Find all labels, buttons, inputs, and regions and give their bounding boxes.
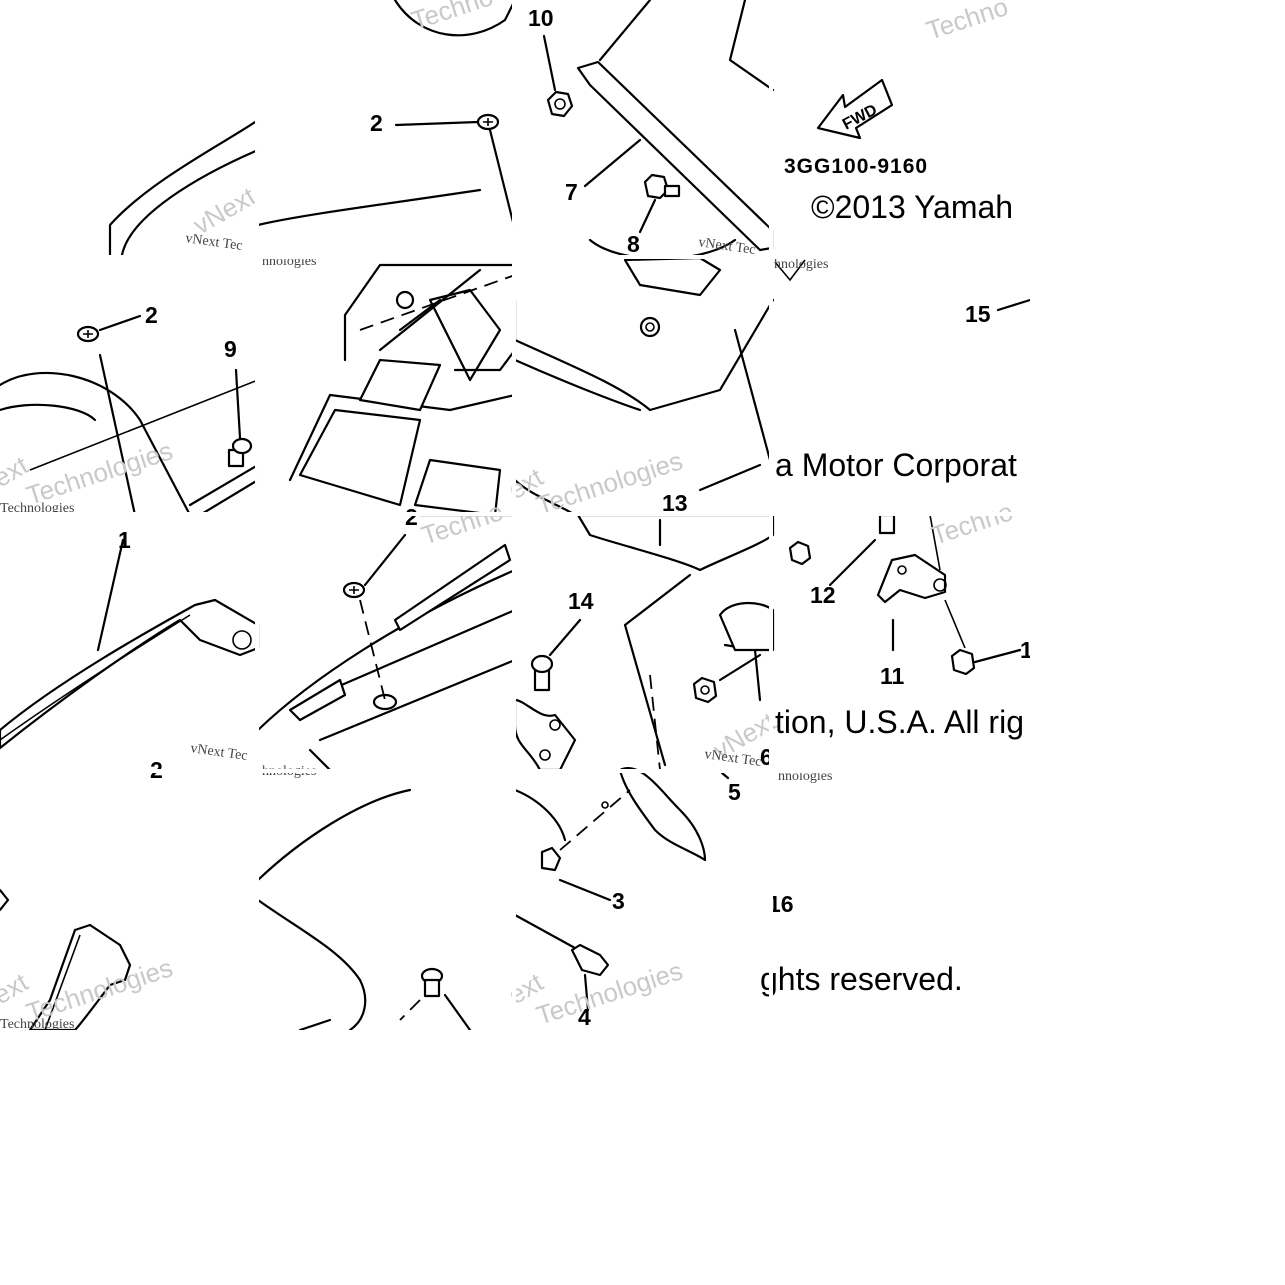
callout-2: 2 (370, 110, 383, 136)
bolt-4 (513, 913, 610, 1012)
fender-flap-5 (513, 767, 730, 862)
callout-13: 13 (662, 490, 688, 516)
stay-bracket-7 (576, 0, 774, 252)
svg-text:tion, U.S.A. All rig: tion, U.S.A. All rig (775, 704, 1024, 740)
callout-3: 3 (612, 888, 625, 914)
bolt-8 (638, 173, 681, 234)
callout-1: 1 (118, 527, 131, 553)
tile-seams (0, 0, 1030, 1030)
svg-text:Techno: Techno (923, 0, 1012, 46)
fender-lower-structure (256, 513, 517, 772)
svg-text:hnologies: hnologies (774, 257, 828, 272)
fender-storage-structure (288, 263, 517, 517)
bolt-lower (399, 967, 472, 1030)
svg-text:vNext Tec: vNext Tec (703, 747, 762, 770)
fender-shape-top-left (108, 118, 260, 257)
svg-text:a Motor Corporat: a Motor Corporat (775, 447, 1017, 483)
clip-3 (540, 846, 612, 902)
callout-7: 7 (565, 179, 578, 205)
copyright-notice: ©2013 Yamah a Motor Corporat tion, U.S.A… (760, 189, 1024, 997)
fwd-direction-arrow: FWD (816, 78, 894, 140)
svg-text:vNext: vNext (188, 181, 261, 241)
fender-lower-body (256, 788, 412, 1030)
screw-2-left (76, 314, 142, 343)
nut-right (944, 599, 1022, 676)
fender-shape-top-center (256, 0, 517, 232)
callout-2: 2 (145, 302, 158, 328)
rear-fender-flap (576, 513, 775, 771)
callout-8: 8 (627, 231, 640, 257)
bracket-14 (513, 618, 582, 772)
callout-11: 11 (880, 663, 905, 689)
bolt-9 (227, 368, 253, 468)
svg-text:vNext Tec: vNext Tec (184, 231, 243, 254)
nut-6 (692, 653, 762, 704)
callout-2: 2 (405, 504, 418, 530)
svg-text:ghts reserved.: ghts reserved. (760, 961, 963, 997)
fender-shape-mid-left (0, 353, 260, 517)
callout-9: 9 (224, 336, 237, 362)
part-number: 3GG100-9160 (784, 155, 928, 178)
svg-text:©2013 Yamah: ©2013 Yamah (811, 189, 1013, 225)
svg-text:Techno: Techno (928, 496, 1017, 550)
svg-text:Technologies: Technologies (533, 955, 687, 1030)
bracket-11 (876, 553, 947, 652)
callout-1: 1 (1020, 637, 1030, 663)
side-cover (0, 888, 132, 1030)
screw-2-top (476, 113, 500, 131)
side-rail-1 (0, 538, 260, 750)
svg-text:Technologies: Technologies (23, 435, 177, 510)
parts-diagram: FWD 3GG100-9160 (0, 0, 1030, 1030)
callout-5: 5 (728, 779, 741, 805)
callout-14: 14 (568, 588, 594, 614)
nut-top (788, 540, 812, 566)
exploded-view-drawing: FWD 3GG100-9160 (0, 0, 1030, 1030)
svg-text:Technologies: Technologies (0, 1017, 74, 1030)
callout-15: 15 (965, 301, 991, 327)
callout-4: 4 (578, 1004, 591, 1030)
callout-10: 10 (528, 5, 554, 31)
screw-2-center (342, 533, 407, 701)
callout-12: 12 (810, 582, 836, 608)
nut-10 (542, 34, 574, 118)
bolt-12 (828, 513, 896, 587)
fender-rear-pad (513, 256, 775, 517)
svg-text:vNext Tec: vNext Tec (189, 741, 248, 764)
